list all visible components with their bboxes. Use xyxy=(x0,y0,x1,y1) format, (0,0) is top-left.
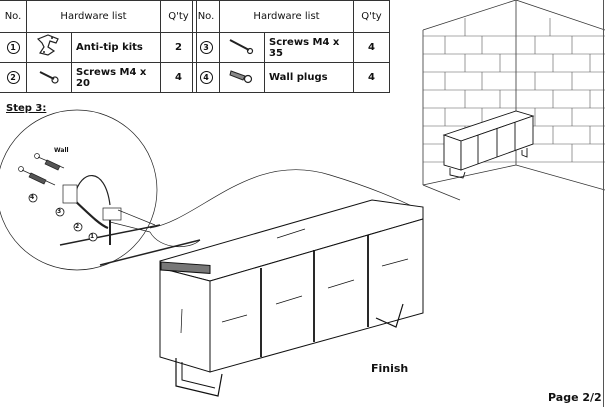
header-qty: Q'ty xyxy=(353,0,390,33)
callout-2: 2 xyxy=(75,223,80,230)
table-header-row: No. Hardware list Q'ty xyxy=(0,0,197,33)
item-qty: 4 xyxy=(353,32,390,63)
long-screw-icon xyxy=(219,32,265,63)
table-header-row: No. Hardware list Q'ty xyxy=(192,0,390,33)
hardware-table-1: No. Hardware list Q'ty 1 Anti-tip kits 2… xyxy=(0,0,197,93)
item-name: Screws M4 x 20 xyxy=(71,62,161,93)
item-name: Wall plugs xyxy=(264,62,354,93)
item-name: Anti-tip kits xyxy=(71,32,161,63)
small-sideboard xyxy=(442,110,535,179)
header-no: No. xyxy=(0,0,27,33)
hardware-table-2: No. Hardware list Q'ty 3 Screws M4 x 35 … xyxy=(192,0,390,93)
anti-tip-bracket-icon xyxy=(26,32,72,63)
callout-1: 1 xyxy=(90,233,95,240)
short-screw-icon xyxy=(26,62,72,93)
page-border xyxy=(603,0,604,407)
callout-3: 3 xyxy=(57,208,62,215)
item-number: 4 xyxy=(199,71,213,84)
header-hardware-list: Hardware list xyxy=(219,0,354,33)
step-label: Step 3: xyxy=(6,103,47,114)
table-row: 3 Screws M4 x 35 4 xyxy=(192,32,390,63)
item-qty: 4 xyxy=(353,62,390,93)
detail-callout xyxy=(0,109,421,271)
finish-label: Finish xyxy=(371,362,409,375)
page-number: Page 2/2 xyxy=(548,391,602,404)
sideboard-finished xyxy=(159,199,424,397)
item-number: 1 xyxy=(6,41,20,54)
detail-callout-numbers xyxy=(28,193,98,242)
item-number: 2 xyxy=(6,71,20,84)
table-row: 4 Wall plugs 4 xyxy=(192,62,390,93)
item-qty: 2 xyxy=(160,32,197,63)
item-number: 3 xyxy=(199,41,213,54)
callout-4: 4 xyxy=(30,194,35,201)
table-row: 1 Anti-tip kits 2 xyxy=(0,32,197,63)
room-scene xyxy=(422,0,605,201)
table-row: 2 Screws M4 x 20 4 xyxy=(0,62,197,93)
wall-label: Wall xyxy=(54,147,69,154)
